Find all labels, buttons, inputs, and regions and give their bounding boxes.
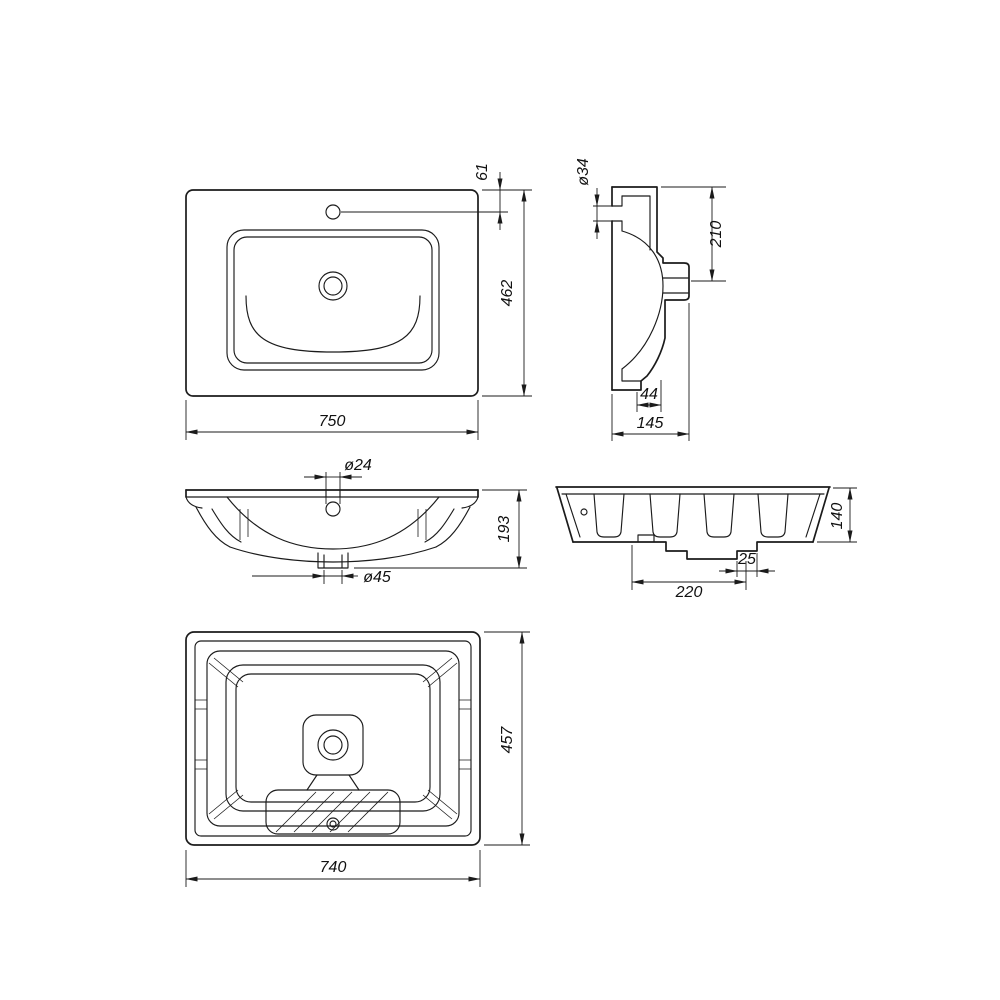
plan-bowl-floor-contour <box>245 295 421 353</box>
side-section-view: ø34 210 44 145 <box>575 158 726 441</box>
side-back-wall-inner <box>621 195 651 251</box>
front-drain-spud <box>317 552 349 569</box>
plan-basin-rim-outer <box>226 229 440 371</box>
rib-pocket-2 <box>649 493 681 538</box>
plan-basin-rim-inner <box>233 236 433 364</box>
front-rim-wrap-left <box>185 496 203 509</box>
front-skirt-inner-right <box>424 508 455 543</box>
ext-line <box>323 570 343 584</box>
bottom-overflow-hole-outer <box>326 817 340 831</box>
ribs-dim-distance: 220 <box>631 545 747 601</box>
plan-tap-hole <box>325 204 341 220</box>
underside-section-view: 140 25 220 <box>555 486 857 601</box>
front-bowl-outer <box>229 546 437 563</box>
bottom-overflow-neck <box>306 774 360 791</box>
dim-750: 750 <box>319 413 346 430</box>
bottom-overflow-hatch <box>275 791 389 833</box>
front-deck-ends <box>185 489 479 498</box>
dim-44: 44 <box>640 386 658 403</box>
dim-462: 462 <box>499 280 516 307</box>
dim-193: 193 <box>496 516 513 543</box>
dim-phi45: ø45 <box>363 569 391 586</box>
bottom-drain-inner <box>323 735 343 755</box>
side-outline <box>611 186 690 391</box>
ribs-left-wall <box>556 487 574 543</box>
bottom-drain-outer <box>317 729 349 761</box>
bottom-overflow-housing <box>265 789 401 835</box>
dim-25: 25 <box>737 551 756 568</box>
side-bowl-inner <box>621 230 664 370</box>
front-skirt-inner-left <box>211 508 242 543</box>
ribs-right-wall-inner <box>805 493 821 538</box>
dim-457: 457 <box>499 726 516 754</box>
front-skirt-outer-right <box>435 506 471 548</box>
front-dim-tap-hole: ø24 <box>304 457 372 504</box>
ext-line <box>661 186 726 282</box>
dim-phi34: ø34 <box>575 158 592 186</box>
ribs-dim-offset: 25 <box>719 551 775 577</box>
dim-61: 61 <box>474 163 491 181</box>
dim-140: 140 <box>829 503 846 530</box>
bottom-rim-line <box>194 640 472 837</box>
dim-145: 145 <box>637 415 664 432</box>
ext-line <box>341 189 532 213</box>
bottom-dim-depth: 457 <box>484 631 530 846</box>
dim-740: 740 <box>320 859 347 876</box>
ribs-right-wall <box>812 487 830 543</box>
dim-210: 210 <box>708 221 725 249</box>
bottom-bowl-outer <box>225 664 441 812</box>
front-dim-drain: ø45 <box>252 569 391 586</box>
front-tap-hole <box>325 501 341 517</box>
plan-view: 61 462 750 <box>185 163 532 440</box>
dim-phi24: ø24 <box>344 457 372 474</box>
front-section-view: ø24 ø45 193 <box>185 457 527 586</box>
ribs-left-wall-inner <box>565 493 581 538</box>
bottom-dim-width: 740 <box>185 850 481 887</box>
front-rim-wrap-right <box>461 496 479 509</box>
bottom-corner-drafts <box>208 657 458 820</box>
plan-drain-inner <box>323 276 343 296</box>
side-dim-overflow-distance: 210 <box>661 186 726 282</box>
front-tap-slot <box>325 489 341 498</box>
ribs-overflow-hole <box>580 508 588 516</box>
bottom-fixing-ticks <box>195 699 471 770</box>
front-skirt-outer-left <box>195 506 231 548</box>
ext-line <box>593 205 612 222</box>
front-fixing-lugs <box>239 509 427 540</box>
dim-220: 220 <box>675 584 703 601</box>
plan-dim-depth: 462 <box>482 189 532 397</box>
plan-drain-outer <box>318 271 348 301</box>
plan-dim-tap-offset: 61 <box>341 163 532 230</box>
side-tap-hole <box>611 205 623 222</box>
bottom-view: 457 740 <box>185 631 530 887</box>
side-dim-tap-hole: ø34 <box>575 158 612 239</box>
ribs-bottom-profile <box>572 541 814 560</box>
side-drain-channel <box>662 277 689 294</box>
side-dim-height: 145 <box>611 303 690 441</box>
bottom-skirt-line <box>206 650 460 827</box>
front-bowl-inner <box>226 496 440 550</box>
plan-outline <box>185 189 479 397</box>
rib-pocket-1 <box>593 493 625 538</box>
bottom-drain-boss <box>302 714 364 776</box>
side-dim-apron: 44 <box>636 380 662 412</box>
rib-pocket-3 <box>703 493 735 538</box>
bottom-overflow-hole-inner <box>329 820 337 828</box>
ribs-bracket-detail <box>637 534 655 543</box>
bottom-outline <box>185 631 481 846</box>
bottom-bowl-inner <box>235 673 431 803</box>
rib-pocket-4 <box>757 493 789 538</box>
ribs-dim-height: 140 <box>817 487 857 543</box>
front-dim-height: 193 <box>354 489 527 569</box>
plan-dim-width: 750 <box>185 400 479 440</box>
